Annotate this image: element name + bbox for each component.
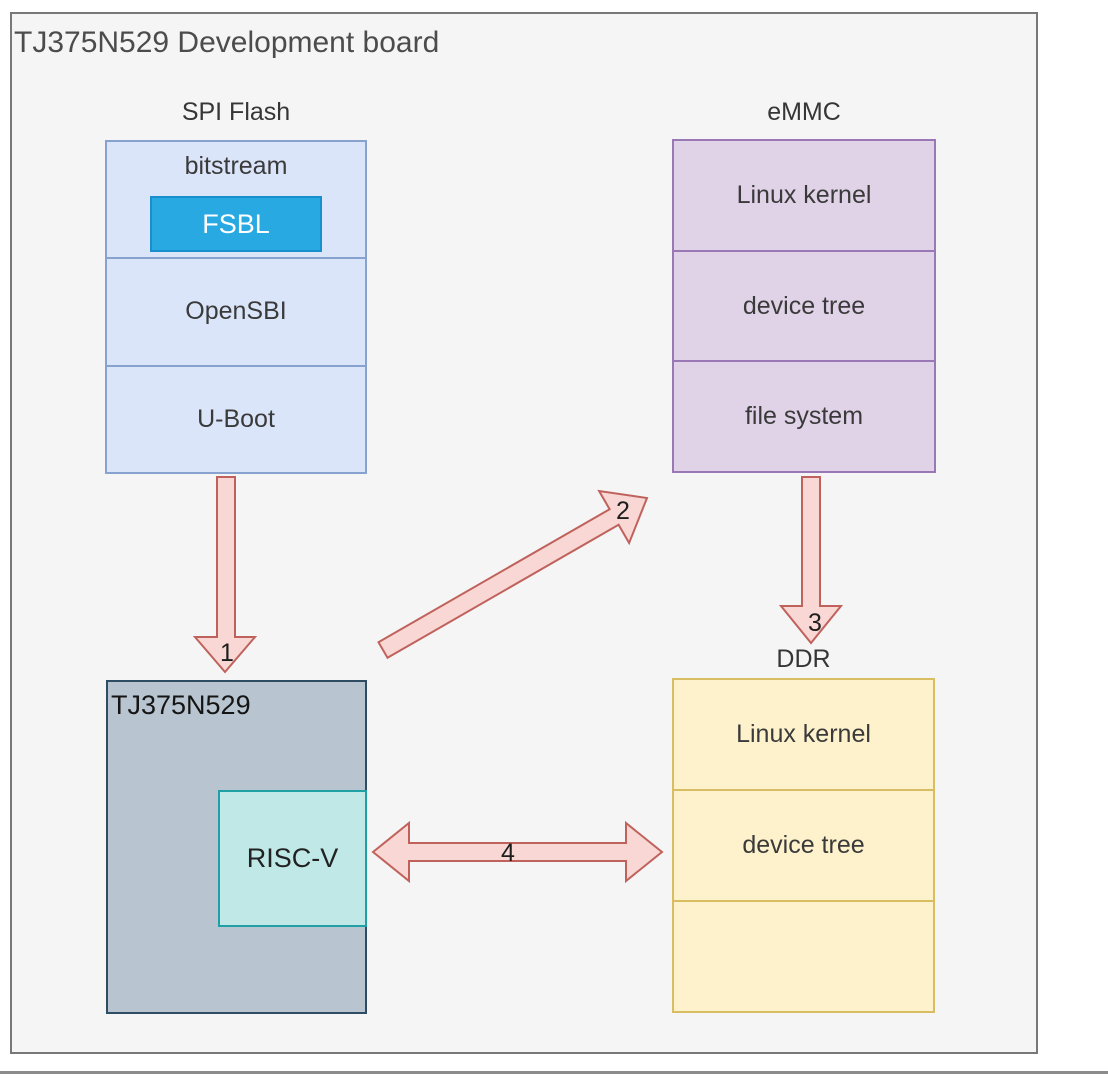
diagram-title: TJ375N529 Development board [14, 26, 440, 59]
emmc-label: eMMC [767, 98, 841, 126]
spi-section-uboot: U-Boot [107, 364, 365, 472]
ddr-section-empty [674, 900, 933, 1011]
ddr-label: DDR [776, 645, 831, 673]
riscv-core-box: RISC-V [218, 790, 367, 927]
ddr-section-device-tree: device tree [674, 789, 933, 900]
emmc-section-device-tree: device tree [674, 249, 934, 361]
page-divider [0, 1071, 1108, 1074]
spi-flash-label: SPI Flash [181, 98, 291, 126]
ddr-block: Linux kernel device tree [672, 678, 935, 1013]
spi-section-opensbi: OpenSBI [107, 257, 365, 364]
ddr-section-linux-kernel: Linux kernel [736, 720, 871, 748]
emmc-block: Linux kernel device tree file system [672, 139, 936, 473]
fsbl-box: FSBL [150, 196, 322, 252]
chip-label: TJ375N529 [111, 690, 251, 720]
spi-section-bitstream: bitstream [184, 152, 288, 180]
emmc-section-file-system: file system [674, 360, 934, 471]
spi-flash-block: bitstream OpenSBI U-Boot [105, 140, 367, 474]
emmc-section-linux-kernel: Linux kernel [736, 180, 872, 209]
